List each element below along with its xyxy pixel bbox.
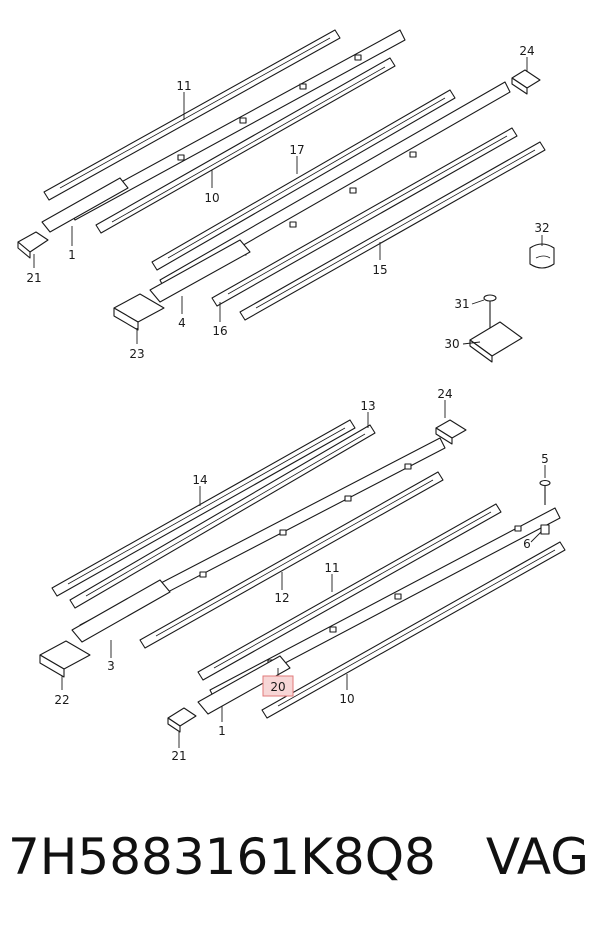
end-cap-22 bbox=[39, 640, 91, 678]
rail-part-12 bbox=[139, 471, 444, 649]
hook-32 bbox=[529, 243, 555, 269]
callout-4: 4 bbox=[178, 316, 186, 330]
slide-block-1-bottom bbox=[197, 655, 291, 715]
callout-6: 6 bbox=[523, 537, 531, 551]
callout-21-bottom: 21 bbox=[171, 749, 186, 763]
clip-24-top bbox=[511, 69, 541, 95]
callout-10-top: 10 bbox=[204, 191, 219, 205]
slide-block-1-top bbox=[41, 177, 129, 233]
screw-31 bbox=[483, 294, 497, 330]
end-cap-21-bottom bbox=[167, 707, 197, 733]
brand-label: VAG bbox=[485, 828, 589, 886]
callout-3: 3 bbox=[107, 659, 115, 673]
rail-part-14 bbox=[51, 419, 356, 597]
rail-part-11-bottom bbox=[197, 503, 502, 681]
callout-17: 17 bbox=[289, 143, 304, 157]
callout-1-bottom: 1 bbox=[218, 724, 226, 738]
callout-23: 23 bbox=[129, 347, 144, 361]
callout-32: 32 bbox=[534, 221, 549, 235]
end-cap-23 bbox=[113, 293, 165, 331]
rail-part-10-bottom bbox=[261, 541, 566, 719]
slide-block-4 bbox=[149, 239, 251, 303]
callout-5: 5 bbox=[541, 452, 549, 466]
rail-part-16 bbox=[211, 127, 518, 307]
callout-1-top: 1 bbox=[68, 248, 76, 262]
callout-24-top: 24 bbox=[519, 44, 534, 58]
callout-11-top: 11 bbox=[176, 79, 191, 93]
clip-24-bottom bbox=[435, 419, 467, 445]
callout-22: 22 bbox=[54, 693, 69, 707]
callout-13: 13 bbox=[360, 399, 375, 413]
parts-exploded-diagram: 11 10 1 21 24 17 15 16 4 23 32 31 30 13 … bbox=[17, 29, 566, 763]
nut-6 bbox=[540, 524, 550, 535]
callout-30: 30 bbox=[444, 337, 459, 351]
part-number-caption: 7H5883161K8Q8 VAG bbox=[8, 822, 592, 892]
slide-block-3 bbox=[71, 579, 171, 643]
rail-part-15 bbox=[239, 141, 546, 321]
callout-12: 12 bbox=[274, 591, 289, 605]
end-cap-21-top bbox=[17, 231, 49, 259]
callout-21-top: 21 bbox=[26, 271, 41, 285]
callout-11-bottom: 11 bbox=[324, 561, 339, 575]
rail-part-10-top bbox=[95, 57, 396, 234]
part-number: 7H5883161K8Q8 bbox=[8, 828, 436, 886]
rail-part-17 bbox=[151, 89, 456, 271]
callout-14: 14 bbox=[192, 473, 207, 487]
highlight-box-20 bbox=[262, 675, 294, 697]
rail-part-13 bbox=[69, 424, 376, 609]
callout-15: 15 bbox=[372, 263, 387, 277]
callout-24-bottom: 24 bbox=[437, 387, 452, 401]
screw-5 bbox=[539, 479, 551, 505]
callout-20-highlighted: 20 bbox=[270, 680, 285, 694]
leader-lines bbox=[33, 57, 546, 748]
callout-16: 16 bbox=[212, 324, 227, 338]
rail-part-11-top bbox=[43, 29, 341, 201]
callout-31: 31 bbox=[454, 297, 469, 311]
callout-10-bottom: 10 bbox=[339, 692, 354, 706]
bracket-30 bbox=[469, 321, 523, 363]
